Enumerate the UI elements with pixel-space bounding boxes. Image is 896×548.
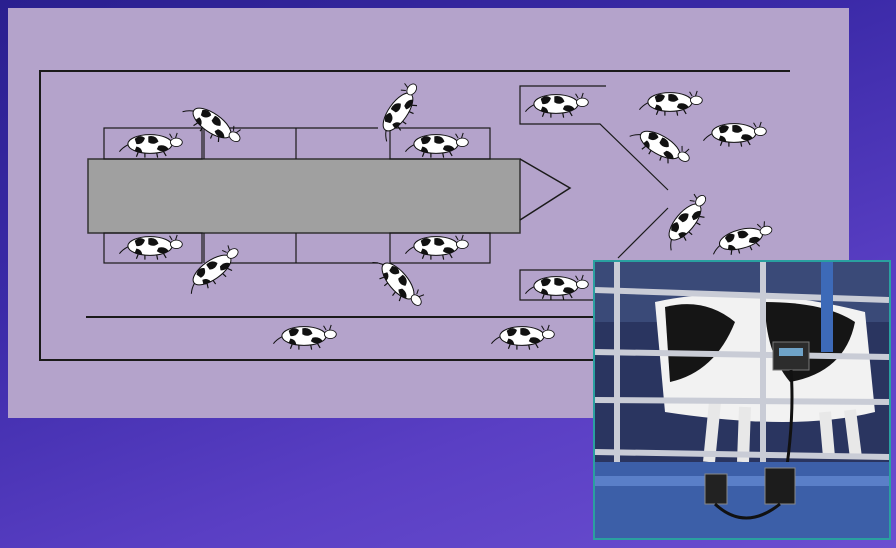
stall-cow [404,132,469,159]
stall-rails [595,262,889,538]
milking-robot-photo [593,260,891,540]
stall-frames [103,127,491,264]
photo-drawing [595,262,889,538]
stall-cow [118,132,183,159]
holding-cow [656,189,717,255]
entering-cow [178,95,246,154]
holding-cow [626,119,695,174]
exiting-cow [490,324,555,351]
holding-cow [707,219,777,261]
holding-cow [524,92,589,119]
exiting-cow [272,324,337,351]
stall-cow [404,234,469,261]
entering-cow [370,78,429,146]
entering-cow [180,241,247,300]
parlor-layout-drawing [39,70,790,361]
holding-cow [638,90,703,117]
holding-cow [524,274,589,301]
robot-arm [772,262,833,493]
outer-wall [39,70,790,361]
entering-cow [367,249,428,316]
holding-cow [702,121,767,148]
holding-pen [519,85,669,301]
milking-platform [87,158,572,234]
stall-cow [118,234,183,261]
control-box [704,467,796,520]
milking-parlor-diagram [8,8,849,418]
